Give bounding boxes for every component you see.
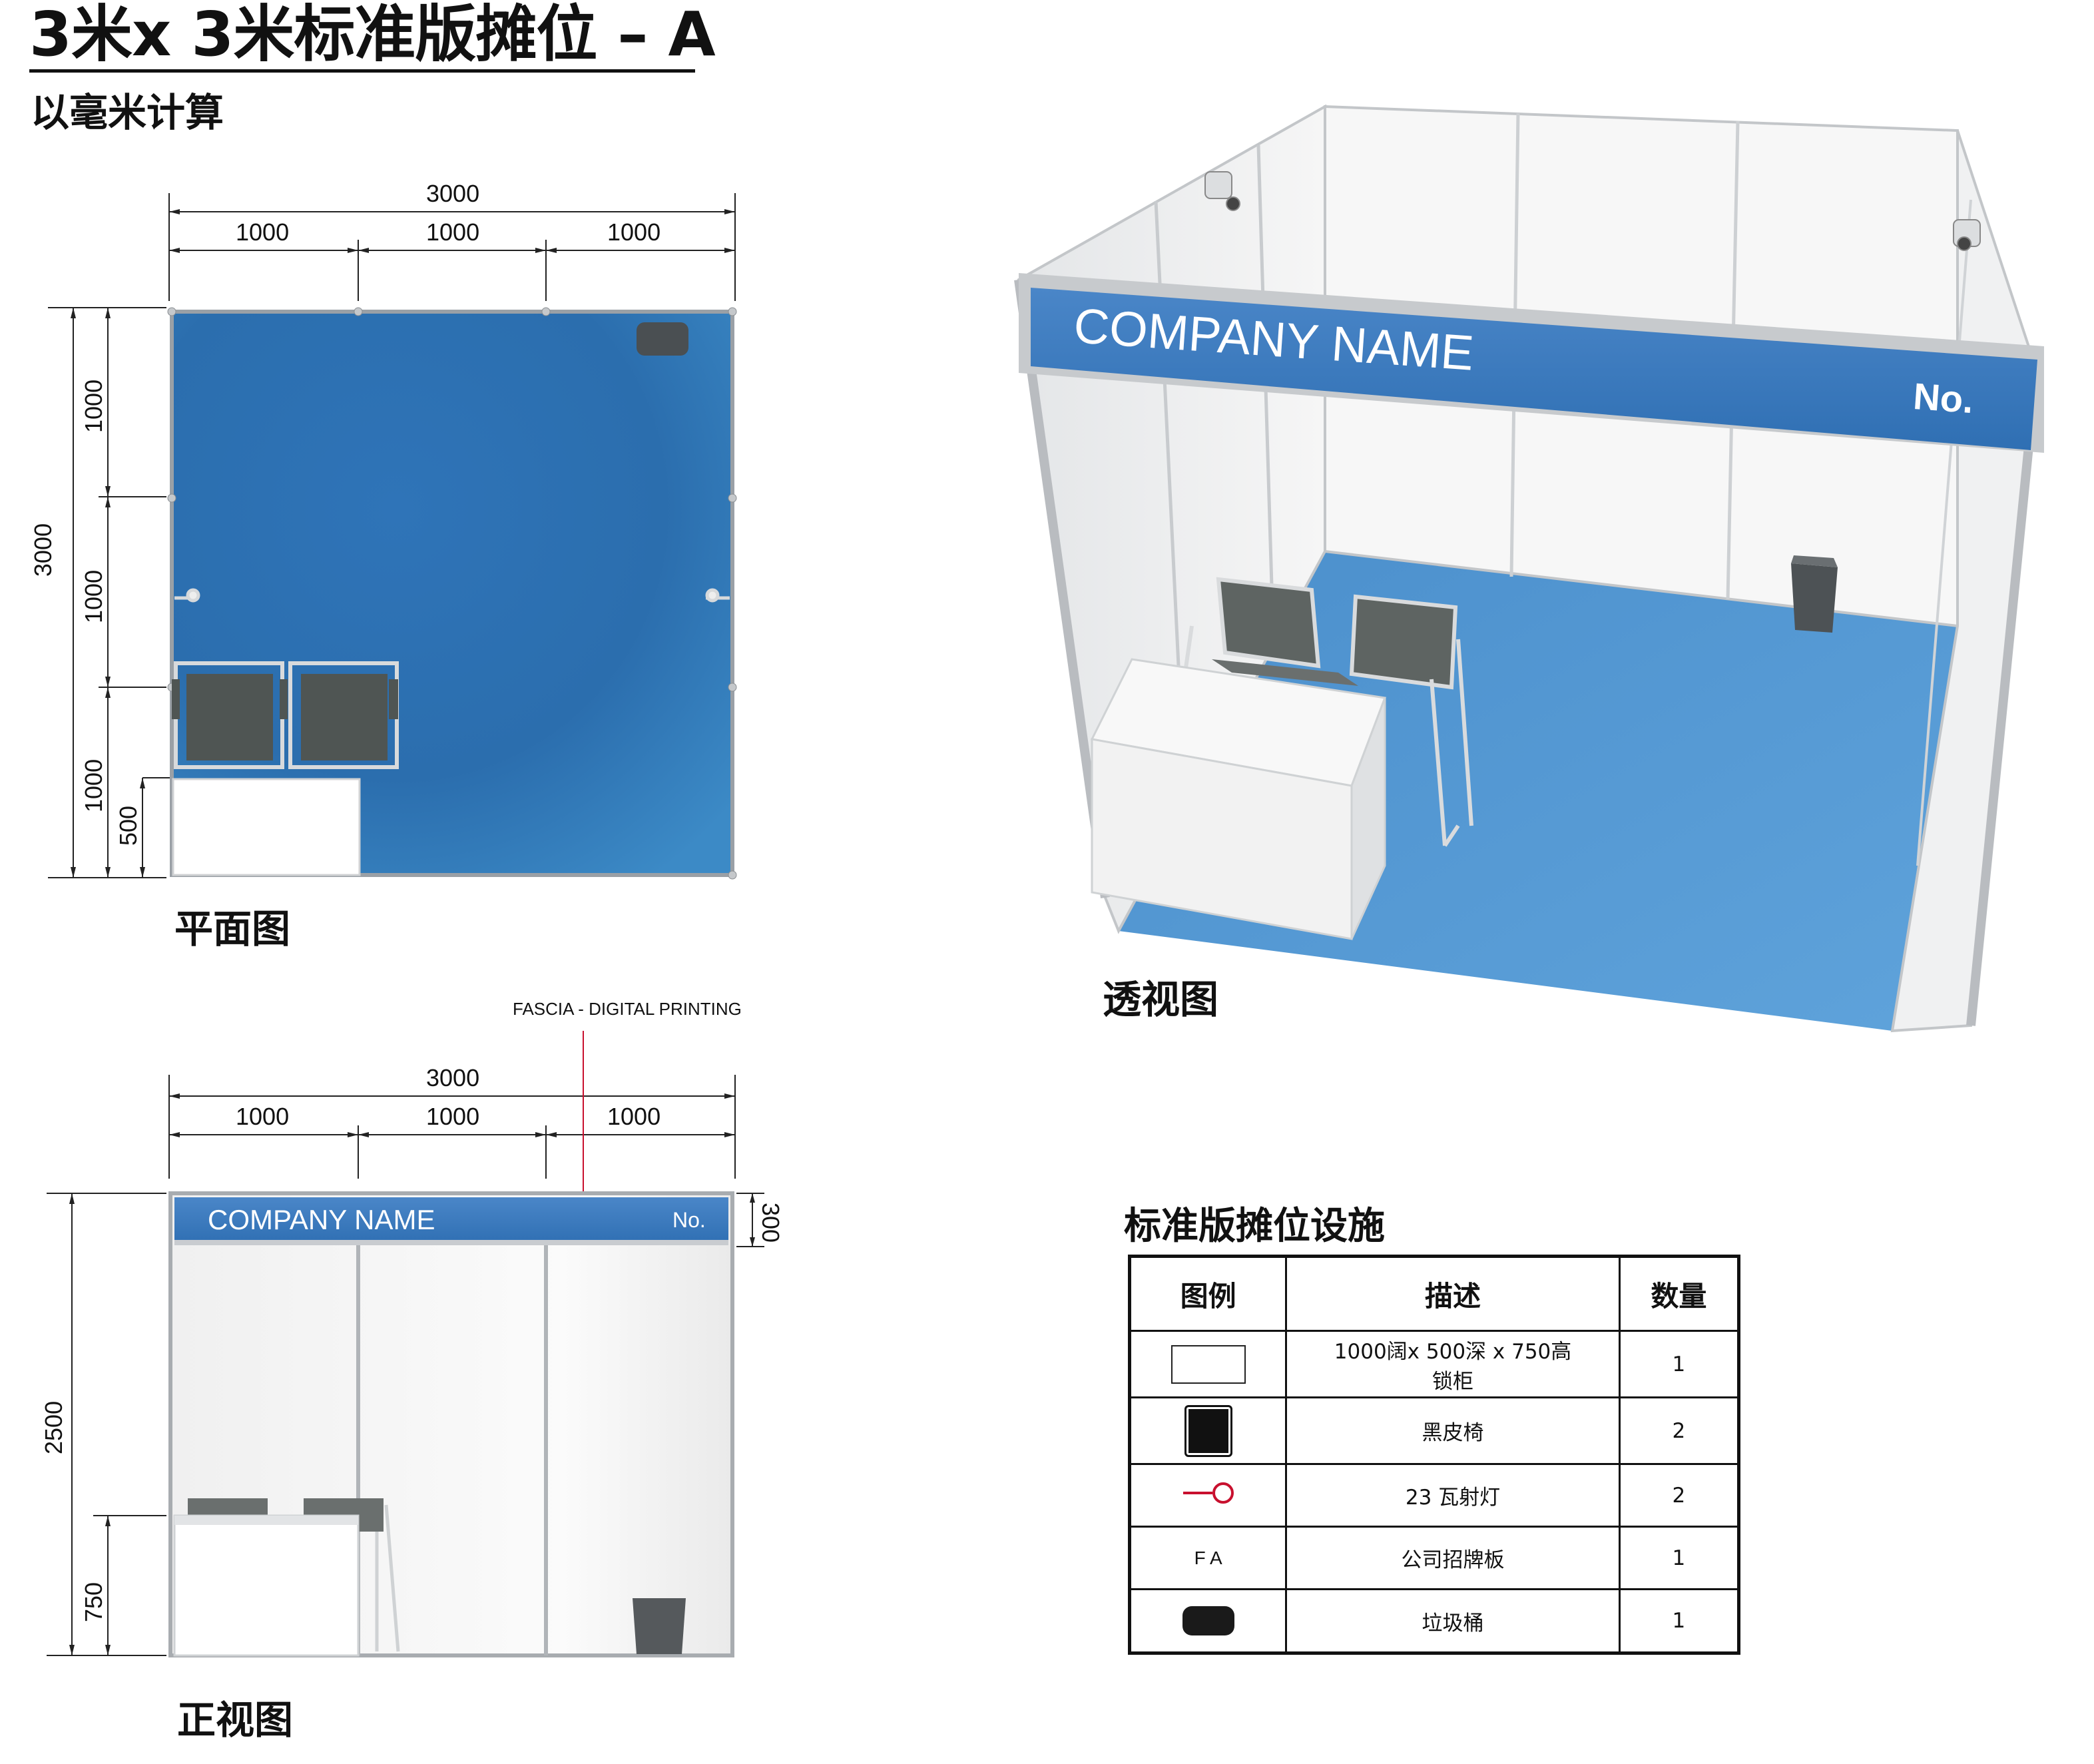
- front-height-total: 2500: [40, 1400, 67, 1454]
- row-desc: 1000阔x 500深 x 750高: [1334, 1339, 1572, 1364]
- front-caption: 正视图: [177, 1697, 294, 1743]
- row-desc: 23 瓦射灯: [1285, 1463, 1621, 1528]
- perspective-caption: 透视图: [1103, 977, 1219, 1022]
- perspective-drawing: [1014, 104, 2044, 1033]
- row-desc: 公司招牌板: [1285, 1526, 1621, 1590]
- plan-width-total: 3000: [426, 180, 480, 207]
- header-legend: 图例: [1128, 1255, 1288, 1332]
- front-width-seg-1: 1000: [236, 1103, 290, 1130]
- row-desc: 黑皮椅: [1285, 1396, 1621, 1465]
- front-counter-height: 750: [80, 1582, 107, 1622]
- table-row: 23 瓦射灯 2: [1128, 1463, 1740, 1528]
- front-fascia: [174, 1197, 728, 1244]
- plan-depth-seg-1: 1000: [80, 379, 107, 433]
- table-row: 垃圾桶 1: [1128, 1588, 1740, 1654]
- fascia-icon: F A: [1128, 1526, 1288, 1590]
- front-width-seg-2: 1000: [426, 1103, 480, 1130]
- front-fascia-height: 300: [757, 1203, 784, 1243]
- front-fascia-no: No.: [672, 1208, 706, 1232]
- legend-title: 标准版摊位设施: [1124, 1205, 1385, 1248]
- plan-waste-bin: [637, 322, 688, 356]
- page-subtitle: 以毫米计算: [31, 90, 224, 135]
- header-quantity: 数量: [1618, 1255, 1740, 1332]
- row-qty: 1: [1618, 1330, 1740, 1398]
- perspective-fascia-no: No.: [1912, 374, 1975, 422]
- front-fascia-company: COMPANY NAME: [208, 1204, 435, 1235]
- plan-width-seg-3: 1000: [607, 218, 661, 246]
- plan-cabinet: [172, 778, 361, 876]
- waste-bin-icon: [1128, 1588, 1288, 1654]
- plan-depth-seg-2: 1000: [80, 569, 107, 623]
- front-width-total: 3000: [426, 1064, 480, 1091]
- table-row: 黑皮椅 2: [1128, 1396, 1740, 1465]
- plan-depth-seg-3: 1000: [80, 758, 107, 812]
- table-row: 1000阔x 500深 x 750高 锁柜 1: [1128, 1330, 1740, 1398]
- spotlight-icon: [1128, 1463, 1288, 1528]
- row-desc: 垃圾桶: [1285, 1588, 1621, 1654]
- black-chair-icon: [1128, 1396, 1288, 1465]
- plan-depth-total: 3000: [29, 523, 57, 577]
- front-width-seg-3: 1000: [607, 1103, 661, 1130]
- facilities-table: 图例 描述 数量 1000阔x 500深 x 750高 锁柜 1 黑皮椅 2 2…: [1128, 1255, 1740, 1655]
- fascia-note: FASCIA - DIGITAL PRINTING: [513, 999, 742, 1019]
- row-qty: 1: [1618, 1588, 1740, 1654]
- table-header-row: 图例 描述 数量: [1128, 1255, 1740, 1332]
- plan-caption: 平面图: [174, 906, 291, 952]
- cabinet-icon: [1128, 1330, 1288, 1398]
- plan-width-seg-1: 1000: [236, 218, 290, 246]
- plan-chairs: [172, 661, 399, 769]
- header-description: 描述: [1285, 1255, 1621, 1332]
- front-cabinet: [173, 1514, 360, 1657]
- perspective-fascia: [1031, 288, 2037, 450]
- front-waste-bin: [633, 1598, 686, 1654]
- title-underline: [29, 69, 695, 73]
- plan-width-seg-2: 1000: [426, 218, 480, 246]
- row-qty: 2: [1618, 1463, 1740, 1528]
- table-row: F A 公司招牌板 1: [1128, 1526, 1740, 1590]
- row-qty: 1: [1618, 1526, 1740, 1590]
- plan-cabinet-depth: 500: [115, 805, 142, 846]
- page-title: 3米x 3米标准版摊位 – A: [29, 0, 716, 70]
- row-qty: 2: [1618, 1396, 1740, 1465]
- row-desc-2: 锁柜: [1432, 1369, 1474, 1394]
